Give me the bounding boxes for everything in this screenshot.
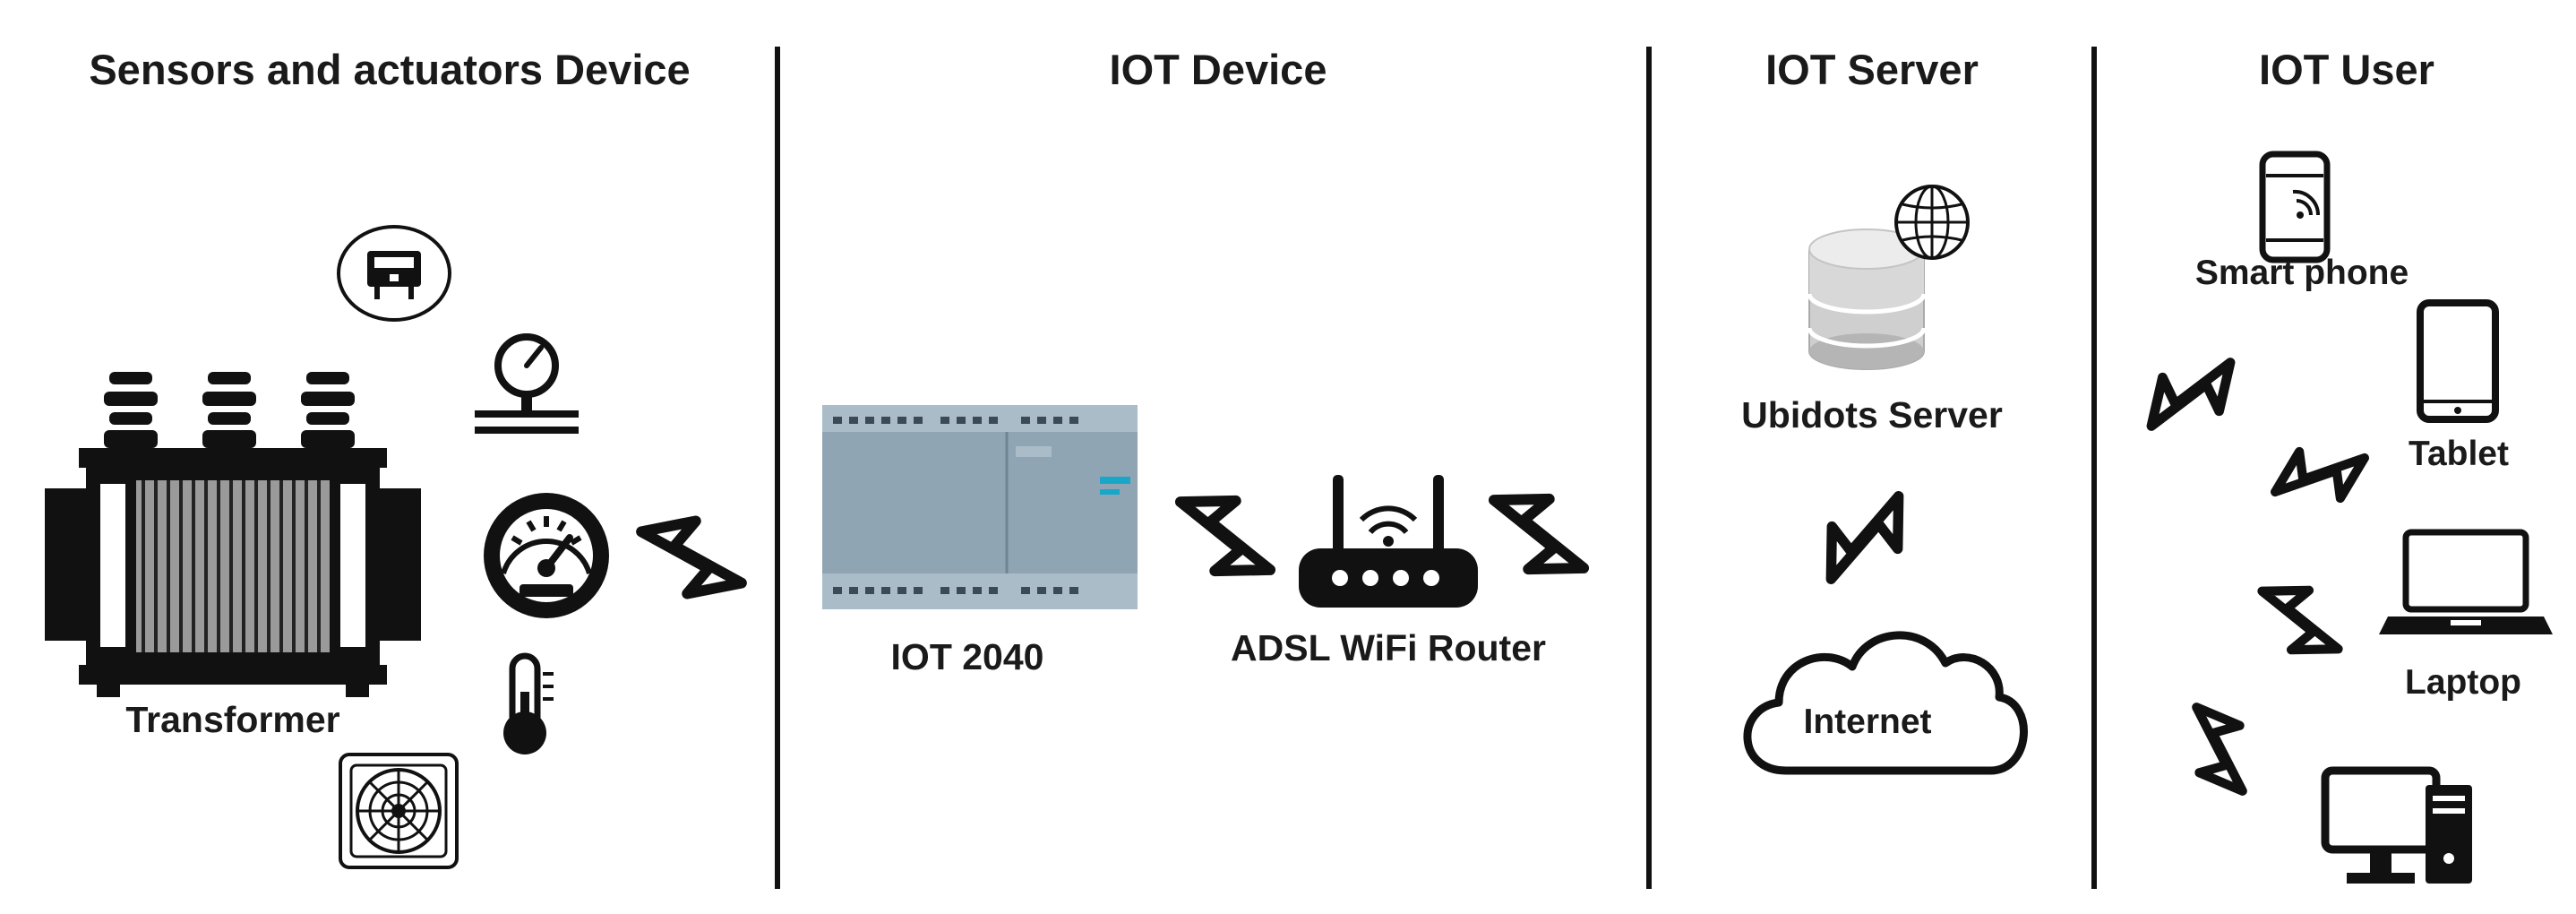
desktop-icon [2321, 766, 2472, 884]
label-iot2040: IOT 2040 [890, 636, 1044, 677]
label-internet: Internet [1803, 703, 1932, 741]
transformer-icon [45, 372, 421, 697]
label-laptop: Laptop [2405, 663, 2521, 702]
section-title-iot-device: IOT Device [1109, 46, 1327, 93]
database-icon [1807, 228, 1927, 370]
lightning-icon [2263, 425, 2375, 525]
label-ubidots: Ubidots Server [1741, 394, 2003, 435]
lightning-icon [2167, 694, 2272, 806]
pressure-gauge-icon [475, 333, 579, 434]
lightning-icon [1159, 479, 1291, 594]
label-tablet: Tablet [2409, 435, 2509, 473]
router-icon [1299, 475, 1478, 608]
tablet-icon [2417, 299, 2499, 423]
cloud-icon [1743, 631, 2028, 775]
globe-icon [1894, 185, 1970, 260]
lightning-icon [1473, 477, 1604, 592]
lightning-icon [1809, 475, 1921, 600]
lightning-icon [2134, 335, 2248, 453]
label-smartphone: Smart phone [2194, 254, 2409, 292]
thermometer-icon [503, 652, 554, 754]
lightning-icon [628, 506, 756, 608]
power-meter-icon [337, 225, 451, 322]
section-divider [775, 47, 780, 889]
fan-icon [339, 753, 459, 869]
label-transformer: Transformer [125, 699, 340, 740]
section-divider [2091, 47, 2097, 889]
section-divider [1646, 47, 1652, 889]
section-title-iot-user: IOT User [2259, 46, 2434, 93]
laptop-icon [2379, 529, 2553, 634]
label-router: ADSL WiFi Router [1231, 627, 1546, 668]
section-title-sensors: Sensors and actuators Device [89, 46, 691, 93]
iot2040-device-icon [822, 405, 1138, 609]
lightning-icon [2245, 571, 2357, 669]
smartphone-icon [2259, 151, 2331, 263]
section-title-iot-server: IOT Server [1765, 46, 1979, 93]
dial-gauge-icon [484, 493, 609, 618]
